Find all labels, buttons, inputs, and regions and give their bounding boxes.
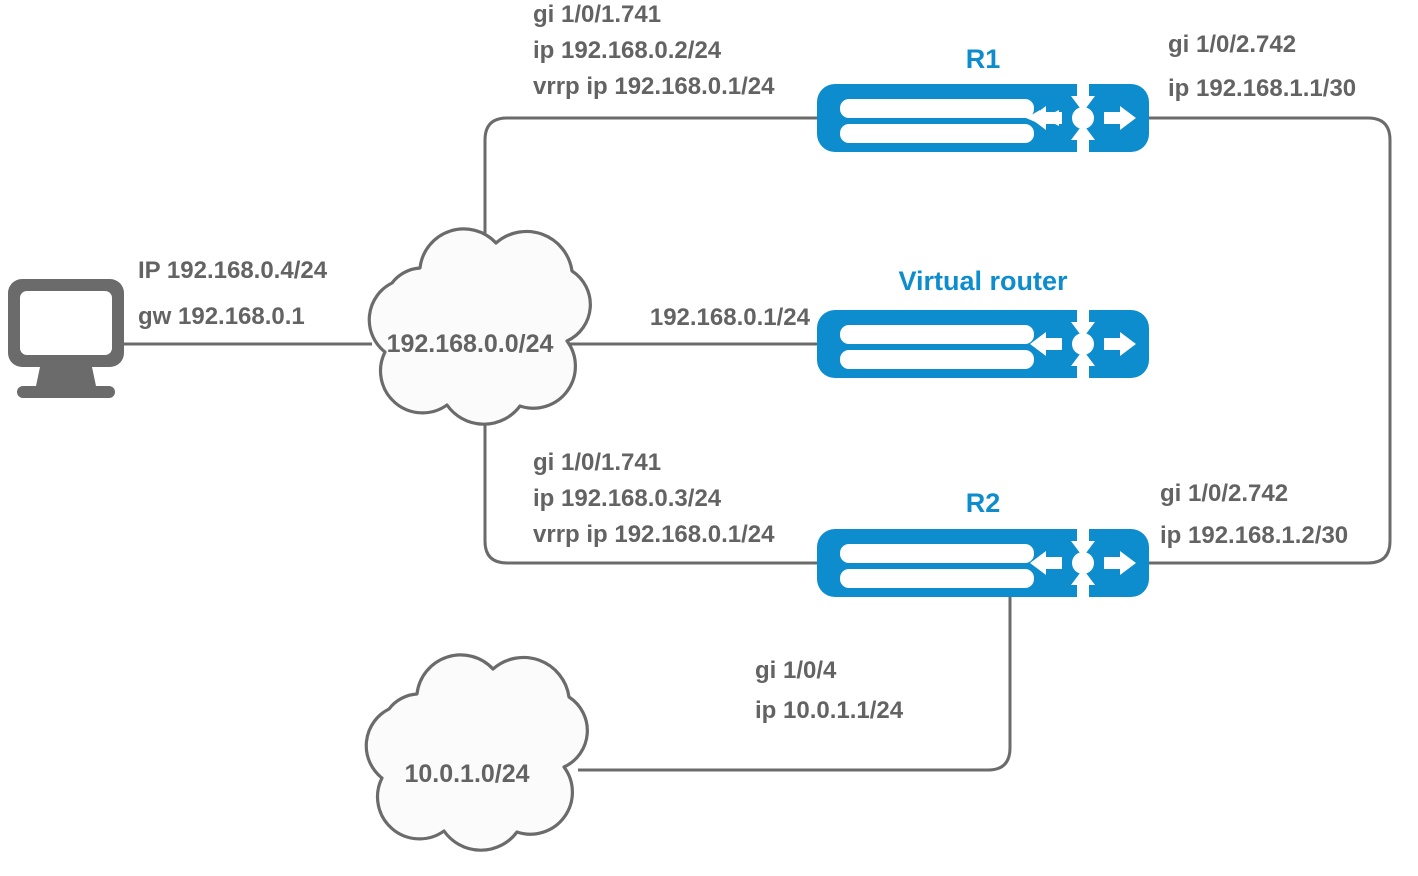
pc-label-line1: IP 192.168.0.4/24 — [138, 257, 328, 284]
cloud-lan-node: 192.168.0.0/24 — [367, 227, 592, 426]
link-r1-to-r2-wan — [1148, 116, 1392, 565]
r2-wan-label-line1: gi 1/0/2.742 — [1160, 480, 1288, 507]
router-virtual-node: Virtual router 192.168.0.1/24 — [650, 266, 1149, 384]
link-lan-cloud-to-r1 — [483, 116, 820, 270]
r2-wan-label-line2: ip 192.168.1.2/30 — [1160, 522, 1348, 549]
link-lan-cloud-to-r2 — [483, 410, 820, 565]
cloud-icon — [364, 653, 589, 852]
r2-lan-label-line1: gi 1/0/1.741 — [533, 449, 661, 476]
cloud-inside-node: 10.0.1.0/24 — [364, 653, 589, 852]
r1-lan-label-line2: ip 192.168.0.2/24 — [533, 37, 722, 64]
pc-node: IP 192.168.0.4/24 gw 192.168.0.1 — [8, 257, 328, 398]
router-arrow-cluster — [1030, 304, 1136, 384]
router-icon — [817, 304, 1149, 384]
cloud-inside-label: 10.0.1.0/24 — [404, 760, 529, 788]
r2-inside-label-line2: ip 10.0.1.1/24 — [755, 697, 904, 724]
router-arrow-cluster — [1030, 523, 1136, 603]
router-r1-name: R1 — [966, 44, 1001, 74]
virtual-lan-label: 192.168.0.1/24 — [650, 304, 811, 331]
link-r2-to-inside-cloud — [578, 596, 1012, 772]
router-r2-name: R2 — [966, 488, 1001, 518]
router-r2-node: R2 gi 1/0/1.741 ip 192.168.0.3/24 vrrp i… — [533, 449, 1348, 724]
r1-lan-label-line1: gi 1/0/1.741 — [533, 1, 661, 28]
router-icon — [817, 78, 1149, 158]
cloud-lan-label: 192.168.0.0/24 — [387, 330, 554, 358]
r1-lan-label-line3: vrrp ip 192.168.0.1/24 — [533, 73, 775, 100]
r2-lan-label-line3: vrrp ip 192.168.0.1/24 — [533, 521, 775, 548]
router-r1-node: R1 gi 1/0/1.741 ip 192.168.0.2/24 vrrp i… — [533, 1, 1356, 158]
desktop-computer-icon — [8, 279, 124, 398]
connection-links — [118, 116, 1392, 772]
pc-label-line2: gw 192.168.0.1 — [138, 303, 305, 330]
router-icon — [817, 523, 1149, 603]
router-arrow-cluster — [1026, 78, 1136, 158]
r1-wan-label-line1: gi 1/0/2.742 — [1168, 31, 1296, 58]
router-virtual-name: Virtual router — [898, 266, 1068, 296]
r2-inside-label-line1: gi 1/0/4 — [755, 657, 837, 684]
r1-wan-label-line2: ip 192.168.1.1/30 — [1168, 75, 1356, 102]
cloud-icon — [367, 227, 592, 426]
r2-lan-label-line2: ip 192.168.0.3/24 — [533, 485, 722, 512]
